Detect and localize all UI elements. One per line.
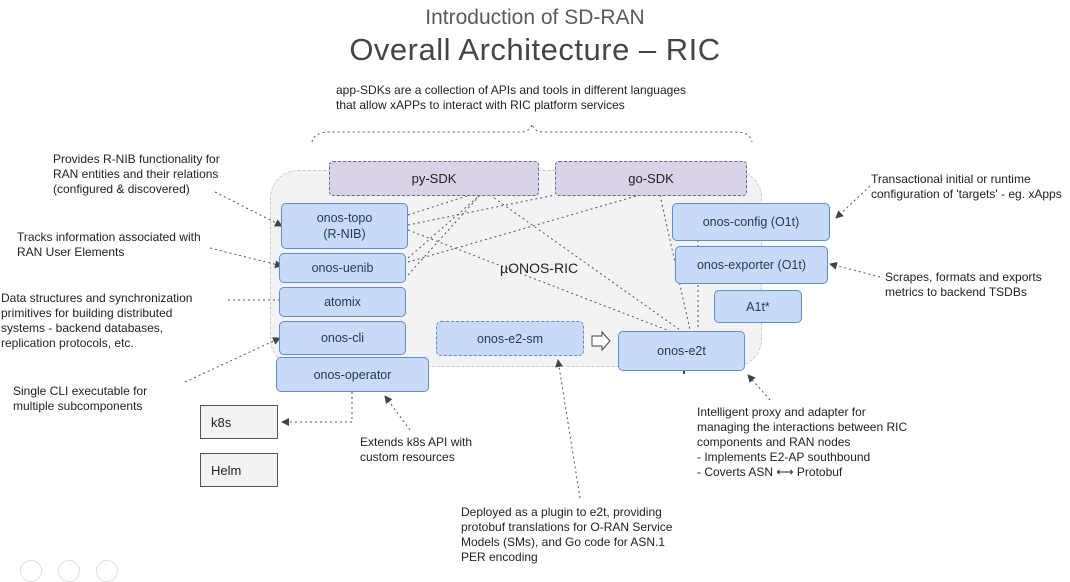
onos-config-box: onos-config (O1t) — [672, 203, 830, 241]
helm-doc: Helm — [200, 453, 278, 487]
onos-topo-box: onos-topo (R-NIB) — [281, 203, 408, 249]
e2t-description: Intelligent proxy and adapter for managi… — [697, 405, 908, 479]
circle-icon — [20, 560, 42, 582]
e2sm-description: Deployed as a plugin to e2t, providing p… — [461, 505, 673, 564]
slide-subtitle: Introduction of SD-RAN — [425, 6, 645, 29]
circle-icon — [96, 560, 118, 582]
cli-description: Single CLI executable for multiple subco… — [13, 384, 148, 413]
config-description: Transactional initial or runtime configu… — [871, 172, 1062, 201]
topo-description: Provides R-NIB functionality for RAN ent… — [53, 152, 220, 196]
exporter-description: Scrapes, formats and exports metrics to … — [885, 270, 1042, 299]
region-label: µONOS-RIC — [500, 260, 579, 276]
py-sdk-box: py-SDK — [329, 161, 539, 196]
onos-exporter-box: onos-exporter (O1t) — [675, 246, 828, 284]
onos-operator-box: onos-operator — [276, 357, 429, 392]
atomix-description: Data structures and synchronization prim… — [1, 291, 193, 350]
circle-icon — [58, 560, 80, 582]
onos-cli-box: onos-cli — [279, 321, 406, 355]
k8s-doc: k8s — [200, 405, 278, 439]
onos-e2-sm-box: onos-e2-sm — [436, 321, 584, 356]
slide-title: Overall Architecture – RIC — [349, 32, 721, 67]
sdk-description: app-SDKs are a collection of APIs and to… — [336, 83, 686, 112]
onos-e2t-box: onos-e2t — [618, 331, 745, 371]
atomix-box: atomix — [279, 287, 406, 317]
go-sdk-box: go-SDK — [555, 161, 747, 196]
operator-description: Extends k8s API with custom resources — [360, 435, 473, 464]
onos-uenib-box: onos-uenib — [279, 253, 406, 283]
a1t-box: A1t* — [714, 290, 802, 323]
uenib-description: Tracks information associated with RAN U… — [17, 230, 201, 259]
